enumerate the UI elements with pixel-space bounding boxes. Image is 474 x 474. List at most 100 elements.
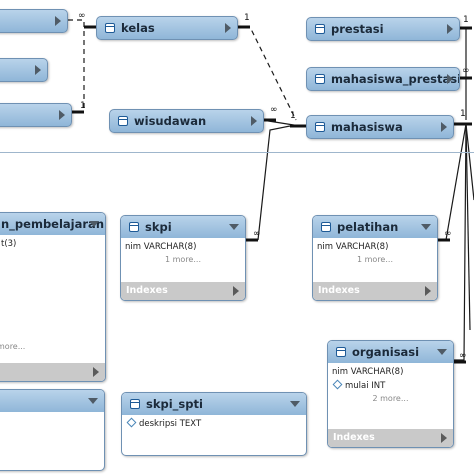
cardinality-skpi-many: ∞ — [253, 229, 261, 239]
indexes-label: Indexes — [318, 285, 360, 296]
expand-arrow-icon[interactable] — [441, 433, 447, 443]
table-header — [0, 104, 71, 126]
indexes-section[interactable]: Indexes — [121, 282, 245, 300]
table-name: mahasiswa — [331, 120, 403, 134]
rel-line-right-fan-2 — [452, 123, 467, 361]
table-columns: deskripsi TEXT — [122, 415, 306, 433]
indexes-label: Indexes — [126, 285, 168, 296]
indexes-section[interactable]: Indexes — [328, 429, 453, 447]
table-header: pelatihan — [313, 216, 437, 238]
table-left-top[interactable] — [0, 9, 68, 33]
table-name: mahasiswa_prestasi — [331, 72, 460, 86]
table-skpi[interactable]: skpi nim VARCHAR(8) 1 more... Indexes — [120, 215, 246, 301]
collapse-arrow-icon[interactable] — [88, 398, 98, 404]
table-header: skpi_spti — [122, 393, 306, 415]
expand-arrow-icon[interactable] — [447, 24, 453, 34]
table-header: skpi — [121, 216, 245, 238]
table-header: organisasi — [328, 341, 453, 363]
table-prestasi[interactable]: prestasi — [306, 17, 460, 41]
rel-line-right-fan-3 — [465, 123, 474, 201]
expand-arrow-icon[interactable] — [35, 65, 41, 75]
table-header: mahasiswa_prestasi — [307, 68, 459, 90]
table-name: prestasi — [331, 22, 384, 36]
nullable-column-icon — [126, 417, 137, 428]
table-pembelajaran[interactable]: n_pembelajaran t(3) more... — [0, 212, 106, 382]
cardinality-pelatihan-many: ∞ — [444, 229, 452, 239]
table-wisudawan[interactable]: wisudawan — [109, 109, 264, 133]
more-columns-link[interactable]: 1 more... — [357, 255, 393, 264]
table-left-low[interactable] — [0, 103, 72, 127]
table-kelas[interactable]: kelas — [96, 16, 238, 40]
expand-arrow-icon[interactable] — [59, 110, 65, 120]
cardinality-mahasiswa-right-one: 1 — [460, 109, 466, 119]
table-left-bottom[interactable] — [0, 389, 105, 471]
cardinality-mahasiswa-one: 1 — [290, 111, 296, 121]
table-icon — [315, 24, 325, 34]
table-header: n_pembelajaran — [0, 213, 105, 235]
cardinality-mp-many: ∞ — [462, 66, 470, 76]
table-pelatihan[interactable]: pelatihan nim VARCHAR(8) 1 more... Index… — [312, 215, 438, 301]
cardinality-kelas-one-right: 1 — [244, 13, 250, 23]
column-row: nim VARCHAR(8) — [332, 367, 404, 377]
indexes-section[interactable] — [0, 363, 105, 381]
table-icon — [130, 399, 140, 409]
table-name: pelatihan — [337, 220, 399, 234]
table-columns: nim VARCHAR(8) 1 more... — [313, 238, 437, 268]
expand-arrow-icon[interactable] — [447, 74, 453, 84]
column-row: t(3) — [1, 239, 17, 249]
table-header — [0, 390, 104, 412]
rel-line-kelas-mahasiswa — [236, 26, 297, 121]
table-columns: t(3) — [0, 235, 105, 253]
expand-arrow-icon[interactable] — [225, 23, 231, 33]
table-name: skpi — [145, 220, 172, 234]
more-columns-link[interactable]: 2 more... — [372, 394, 409, 403]
table-name: n_pembelajaran — [1, 217, 105, 231]
collapse-arrow-icon[interactable] — [290, 401, 300, 407]
table-organisasi[interactable]: organisasi nim VARCHAR(8) mulai INT 2 mo… — [327, 340, 454, 448]
table-mahasiswa-prestasi[interactable]: mahasiswa_prestasi — [306, 67, 460, 91]
collapse-arrow-icon[interactable] — [229, 224, 239, 230]
table-header — [0, 59, 47, 81]
expand-arrow-icon[interactable] — [55, 16, 61, 26]
table-icon — [321, 222, 331, 232]
expand-arrow-icon[interactable] — [93, 367, 99, 377]
table-header: prestasi — [307, 18, 459, 40]
rel-line-right-fan-1 — [436, 123, 467, 241]
collapse-arrow-icon[interactable] — [437, 349, 447, 355]
collapse-arrow-icon[interactable] — [421, 224, 431, 230]
column-name: mulai INT — [345, 381, 386, 391]
expand-arrow-icon[interactable] — [251, 116, 257, 126]
indexes-label: Indexes — [333, 432, 375, 443]
rel-line-skpi-mahasiswa — [257, 125, 291, 241]
table-icon — [336, 347, 346, 357]
table-icon — [315, 74, 325, 84]
layer-divider — [0, 152, 474, 153]
column-name: deskripsi TEXT — [139, 419, 202, 429]
table-columns: nim VARCHAR(8) mulai INT 2 more... — [328, 363, 453, 407]
collapse-arrow-icon[interactable] — [89, 221, 99, 227]
column-row: nim VARCHAR(8) — [317, 242, 389, 252]
more-columns-link[interactable]: more... — [0, 342, 26, 351]
indexes-section[interactable]: Indexes — [313, 282, 437, 300]
table-left-mid[interactable] — [0, 58, 48, 82]
rel-line-left-kelas — [68, 19, 85, 113]
table-icon — [118, 116, 128, 126]
expand-arrow-icon[interactable] — [425, 286, 431, 296]
column-row: nim VARCHAR(8) — [125, 242, 197, 252]
table-skpi-spti[interactable]: skpi_spti deskripsi TEXT — [121, 392, 307, 456]
table-header: kelas — [97, 17, 237, 39]
table-name: wisudawan — [134, 114, 207, 128]
table-header: wisudawan — [110, 110, 263, 132]
table-mahasiswa[interactable]: mahasiswa — [306, 115, 454, 139]
cardinality-wisudawan-many: ∞ — [270, 105, 278, 115]
rel-line-right-fan-4 — [465, 123, 471, 331]
column-row: mulai INT — [332, 379, 449, 393]
table-icon — [315, 122, 325, 132]
table-columns: nim VARCHAR(8) 1 more... — [121, 238, 245, 268]
expand-arrow-icon[interactable] — [233, 286, 239, 296]
table-name: skpi_spti — [146, 397, 203, 411]
expand-arrow-icon[interactable] — [441, 122, 447, 132]
more-columns-link[interactable]: 1 more... — [165, 255, 201, 264]
